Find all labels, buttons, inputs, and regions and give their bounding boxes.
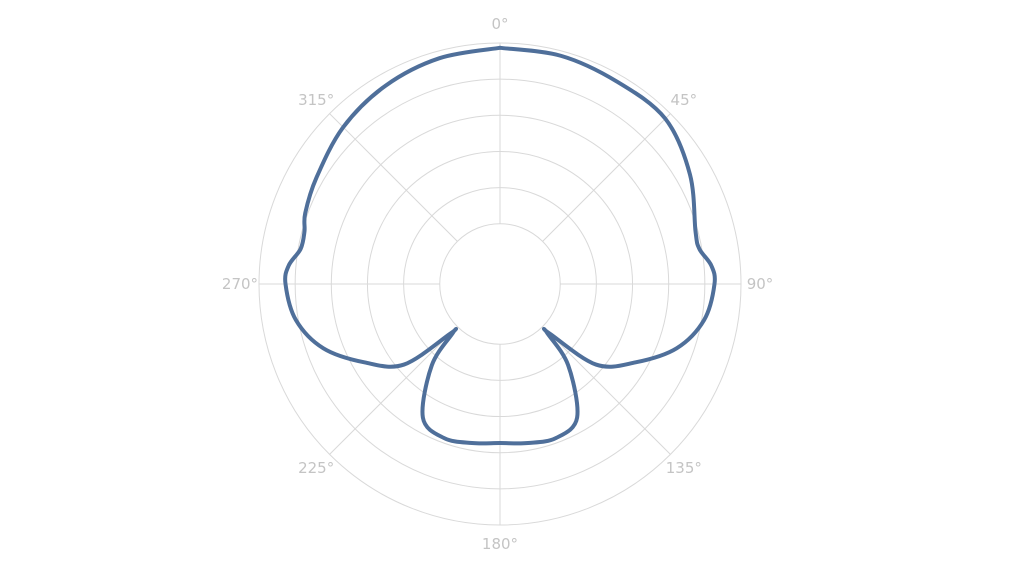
series-line-0 <box>283 45 717 446</box>
series-layer <box>283 45 717 446</box>
angular-tick-label-225: 225° <box>298 459 334 477</box>
grid-ring-0 <box>439 223 561 345</box>
grid-spoke-225 <box>329 326 458 455</box>
angular-tick-label-180: 180° <box>482 535 518 553</box>
grid-spoke-135 <box>542 326 671 455</box>
angular-tick-label-0: 0° <box>491 15 508 33</box>
angular-tick-label-45: 45° <box>671 91 698 109</box>
angular-tick-labels: 0° 45° 90° 135° 180° 225° 270° 315° <box>222 15 773 553</box>
angular-tick-label-90: 90° <box>747 275 774 293</box>
grid-spoke-45 <box>542 113 671 242</box>
angular-tick-label-315: 315° <box>298 91 334 109</box>
grid-spoke-315 <box>329 113 458 242</box>
angular-tick-label-270: 270° <box>222 275 258 293</box>
angular-tick-label-135: 135° <box>666 459 702 477</box>
polar-grid <box>258 42 742 526</box>
